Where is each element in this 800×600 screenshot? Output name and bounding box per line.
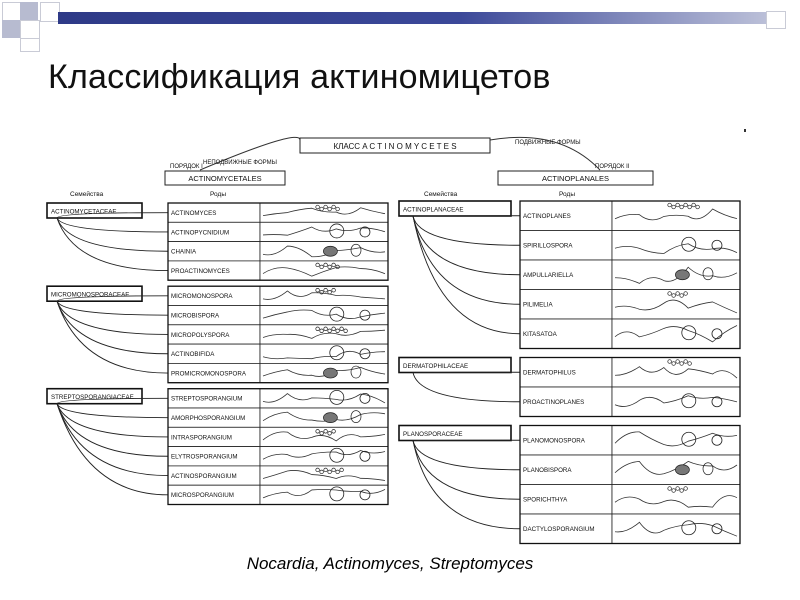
right-order-family-header: Семейства [424,190,458,198]
connector-arc [413,441,520,470]
connector-arc [413,441,520,529]
sketch-cell [260,485,388,504]
sketch-cell [260,447,388,466]
family-name: STREPTOSPORANGIACEAE [51,394,134,401]
genus-name: KITASATOA [523,331,558,338]
family-name: ACTINOMYCETACEAE [51,209,117,216]
connector-arc [57,218,168,251]
family-name: DERMATOPHILACEAE [403,363,468,370]
genus-name: ACTINOPLANES [523,213,571,220]
genus-name: ACTINOMYCES [171,210,216,217]
connector-arc [413,216,520,304]
sketch-cell [260,222,388,241]
genus-name: DERMATOPHILUS [523,370,576,377]
genus-name: PROACTINOMYCES [171,268,230,275]
left-order-family-header: Семейства [70,190,104,198]
connector-arc [57,301,168,334]
sketch-cell [612,231,740,261]
sketch-cell [612,514,740,544]
connector-arc [57,404,168,437]
connector-arc [413,216,520,334]
connector-arc [413,373,520,402]
genus-name: ELYTROSPORANGIUM [171,454,238,461]
slide-caption: Nocardia, Actinomyces, Streptomyces [0,554,780,574]
arc-note-left: НЕПОДВИЖНЫЕ ФОРМЫ [203,160,277,166]
genus-name: PLANOMONOSPORA [523,438,586,445]
genus-name: SPORICHTHYA [523,497,568,504]
sketch-cell [612,426,740,456]
class-label: КЛАСС A C T I N O M Y C E T E S [333,142,456,151]
genus-name: CHAINIA [171,249,197,256]
genus-name: ACTINOBIFIDA [171,351,215,358]
left-order-genus-header: Роды [210,191,226,198]
connector-arc [413,216,520,245]
genus-name: MICROBISPORA [171,312,220,319]
genus-name: ACTINOPYCNIDIUM [171,229,229,236]
genus-name: ACTINOSPORANGIUM [171,473,237,480]
left-order-order-name: ACTINOMYCETALES [188,174,261,183]
connector-arc [57,218,168,232]
genus-name: PILIMELIA [523,302,553,309]
sketch-cell [612,387,740,417]
right-order-order-label: ПОРЯДОК II [595,164,630,170]
genus-name: AMPULLARIELLA [523,272,574,279]
family-name: PLANOSPORACEAE [403,431,463,438]
left-order-order-label: ПОРЯДОК I [170,164,203,170]
genus-name: PLANOBISPORA [523,467,572,474]
genus-name: PROMICROMONOSPORA [171,370,247,377]
connector-arc [57,301,168,373]
left-order: ПОРЯДОК I ACTINOMYCETALES Семейства РодыACT… [47,164,388,505]
genus-name: MICROPOLYSPORA [171,332,230,339]
genus-name: MICROSPORANGIUM [171,492,234,499]
family-name: ACTINOPLANACEAE [403,207,464,214]
connector-arc [57,404,168,418]
genus-name: AMORPHOSPORANGIUM [171,415,245,422]
connector-arc [57,301,168,315]
genus-name: SPIRILLOSPORA [523,243,573,250]
sketch-cell [260,344,388,363]
family-name: MICROMONOSPORACEAE [51,292,129,299]
right-order: ПОРЯДОК II ACTINOPLANALES Семейства РодыACT… [399,164,740,544]
connector-arc [57,404,168,476]
sketch-cell [612,319,740,349]
right-order-genus-header: Роды [559,191,575,198]
mark [744,129,746,132]
genus-name: PROACTINOPLANES [523,399,584,406]
genus-name: INTRASPORANGIUM [171,434,232,441]
right-order-order-name: ACTINOPLANALES [542,174,609,183]
arc-note-right: ПОДВИЖНЫЕ ФОРМЫ [515,140,581,146]
genus-name: MICROMONOSPORA [171,293,233,300]
genus-name: STREPTOSPORANGIUM [171,396,242,403]
genus-name: DACTYLOSPORANGIUM [523,526,595,533]
